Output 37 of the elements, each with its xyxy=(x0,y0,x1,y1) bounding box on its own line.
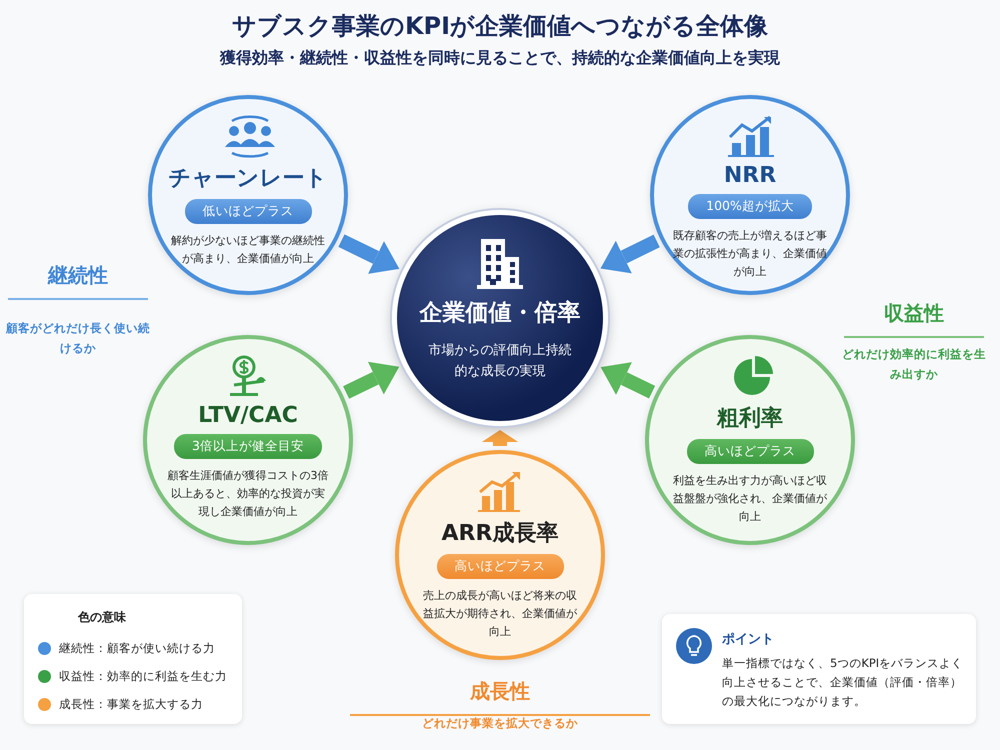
subtitle: 獲得効率・継続性・収益性を同時に見ることで、持続的な企業価値向上を実現 xyxy=(218,48,781,69)
kpi-title: 粗利率 xyxy=(717,404,783,433)
legend-text: 収益性：効率的に利益を生む力 xyxy=(59,669,227,684)
kpi-text: 既存顧客の売上が増えるほど事業の拡張性が高まり、企業価値が向上 xyxy=(672,228,828,280)
kpi-badge: 100%超が拡大 xyxy=(688,194,812,219)
card-text: 単一指標ではなく、5つのKPIをバランスよく向上させることで、企業価値（評価・倍率）の最大化につながります。 xyxy=(722,655,964,710)
kpi-text: 顧客生涯価値が獲得コストの3倍以上あると、効率的な投資が実現し企業価値が向上 xyxy=(166,468,330,520)
kpi-badge: 低いほどプラス xyxy=(184,199,312,224)
legend-text: 継続性：顧客が使い続ける力 xyxy=(59,641,215,656)
arrow xyxy=(600,362,656,398)
category-heading: 継続性 xyxy=(46,262,109,288)
legend-text: 成長性：事業を拡大する力 xyxy=(59,697,203,712)
category-heading: 成長性 xyxy=(468,678,531,704)
node-text: 市場からの評価向上持続的な成長の実現 xyxy=(428,342,572,381)
category-text: どれだけ事業を拡大できるか xyxy=(421,716,579,731)
point-card xyxy=(662,614,976,724)
category-heading: 収益性 xyxy=(883,300,945,326)
category-text: 顧客がどれだけ長く使い続けるか xyxy=(4,320,151,357)
kpi-title: ARR成長率 xyxy=(442,520,558,548)
category-text: どれだけ効率的に利益を生み出すか xyxy=(841,346,987,383)
arrow xyxy=(343,362,400,399)
title: サブスク事業のKPIが企業価値へつながる全体像 xyxy=(230,11,770,42)
arrow xyxy=(482,430,518,446)
kpi-text: 解約が少ないほど事業の継続性が高まり、企業価値が向上 xyxy=(170,233,326,267)
kpi-badge: 高いほどプラス xyxy=(436,554,564,579)
kpi-text: 利益を生み出す力が高いほど収益盤盤が強化され、企業価値が向上 xyxy=(672,473,828,525)
node-title: 企業価値・倍率 xyxy=(420,299,580,328)
arrow xyxy=(600,234,660,274)
card-heading: ポイント xyxy=(722,631,774,648)
arrow xyxy=(338,234,400,274)
kpi-title: LTV/CAC xyxy=(198,403,298,428)
kpi-title: NRR xyxy=(724,163,776,188)
kpi-badge: 高いほどプラス xyxy=(686,439,814,464)
kpi-title: チャーンレート xyxy=(168,165,328,193)
kpi-text: 売上の成長が高いほど将来の収益拡大が期待され、企業価値が向上 xyxy=(422,588,578,640)
legend-title: 色の意味 xyxy=(76,610,127,626)
kpi-badge: 3倍以上が健全目安 xyxy=(174,434,322,459)
